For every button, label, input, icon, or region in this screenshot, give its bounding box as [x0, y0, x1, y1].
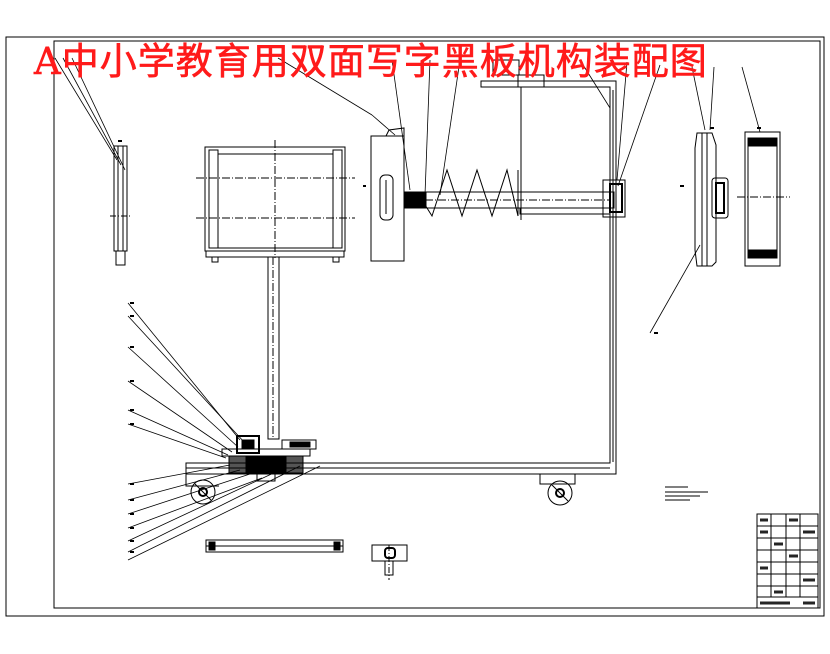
- caster-wheel-right: [547, 480, 573, 506]
- leader-lines-top: [54, 57, 761, 334]
- inner-frame: [53, 40, 821, 609]
- board-frame-front-view: [196, 140, 355, 263]
- lifting-base-assembly: [221, 435, 317, 482]
- leader-lines-base: [127, 302, 321, 561]
- board-side-view: [110, 145, 132, 266]
- main-frame: [185, 80, 617, 487]
- technical-notes: [665, 486, 708, 501]
- bracket-detail: [371, 544, 408, 580]
- support-column: [267, 256, 280, 440]
- board-edge-view: [694, 132, 729, 267]
- clamp-block: [370, 127, 405, 262]
- outer-frame: [5, 36, 825, 617]
- screw-shaft-assembly: [403, 168, 626, 218]
- spring-coil: [421, 168, 519, 218]
- guide-rail-detail: [205, 539, 344, 553]
- board-cover-view: [737, 131, 790, 267]
- balloon-marks: [118, 127, 761, 553]
- drawing-title: A中小学教育用双面写字黑板机构装配图: [34, 40, 708, 84]
- top-fitting: [492, 59, 545, 220]
- title-block: [756, 513, 819, 609]
